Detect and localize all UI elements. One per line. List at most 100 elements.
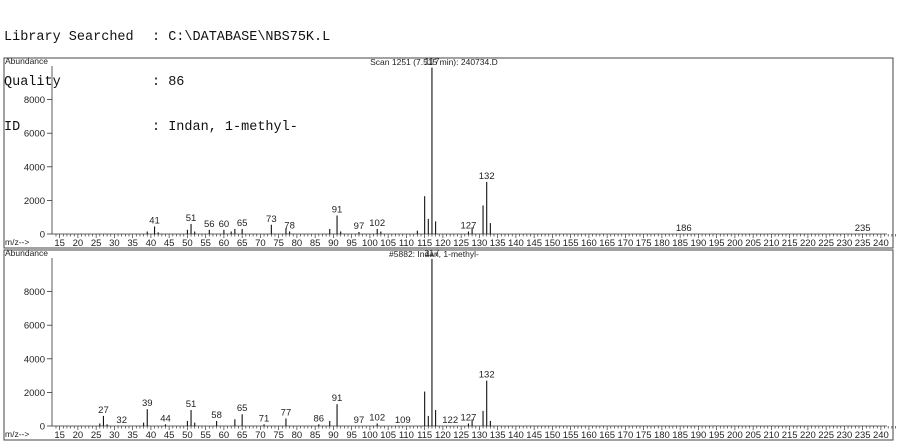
x-tick-label: 210 bbox=[763, 430, 779, 441]
x-tick-label: 185 bbox=[672, 238, 688, 249]
panel-frame bbox=[3, 249, 894, 441]
y-tick-label: 6000 bbox=[24, 129, 45, 140]
x-tick-label: 155 bbox=[563, 238, 579, 249]
peak-label: 65 bbox=[237, 403, 248, 414]
x-tick-label: 110 bbox=[399, 238, 414, 249]
x-tick-label: 80 bbox=[292, 238, 303, 249]
x-tick-label: 205 bbox=[745, 430, 761, 441]
spectrum-title: #5882: Indan, 1-methyl- bbox=[389, 249, 479, 259]
header-row-quality: Quality: 86 bbox=[4, 75, 330, 90]
x-tick-label: 195 bbox=[709, 238, 725, 249]
y-tick-label: 2000 bbox=[24, 388, 45, 399]
x-tick-label: 40 bbox=[146, 430, 157, 441]
x-tick-label: 180 bbox=[654, 430, 670, 441]
x-tick-label: 30 bbox=[109, 430, 120, 441]
x-tick-label: 115 bbox=[417, 430, 432, 441]
x-tick-label: 20 bbox=[73, 238, 84, 249]
peak-label: 78 bbox=[284, 220, 295, 231]
header-row-id: ID: Indan, 1-methyl- bbox=[4, 120, 330, 135]
y-tick-label: 8000 bbox=[24, 287, 45, 298]
x-tick-label: 70 bbox=[255, 430, 266, 441]
y-tick-label: 0 bbox=[40, 230, 45, 241]
x-tick-label: 215 bbox=[782, 430, 798, 441]
library-search-header: Library Searched: C:\DATABASE\NBS75K.L Q… bbox=[4, 0, 330, 150]
peak-label: 109 bbox=[395, 415, 411, 426]
x-tick-label: 150 bbox=[544, 238, 560, 249]
x-tick-label: 240 bbox=[873, 430, 889, 441]
x-tick-label: 150 bbox=[544, 430, 560, 441]
x-tick-label: 130 bbox=[471, 430, 487, 441]
peak-label: 27 bbox=[98, 405, 109, 416]
x-tick-label: 105 bbox=[380, 238, 396, 249]
x-tick-label: 130 bbox=[471, 238, 487, 249]
peak-label: 235 bbox=[855, 223, 871, 234]
peak-label: 65 bbox=[237, 218, 248, 229]
x-tick-label: 205 bbox=[745, 238, 761, 249]
x-tick-label: 120 bbox=[435, 430, 451, 441]
x-tick-label: 30 bbox=[109, 238, 120, 249]
x-tick-label: 145 bbox=[526, 238, 542, 249]
x-tick-label: 50 bbox=[182, 430, 193, 441]
x-tick-label: 190 bbox=[690, 430, 706, 441]
x-tick-label: 25 bbox=[91, 238, 102, 249]
x-tick-label: 35 bbox=[127, 238, 138, 249]
header-key: Quality bbox=[4, 75, 61, 90]
x-tick-label: 225 bbox=[818, 238, 834, 249]
peak-label: 102 bbox=[369, 412, 385, 423]
x-axis-label: m/z--> bbox=[5, 237, 29, 247]
peak-label: 56 bbox=[204, 219, 215, 230]
x-tick-label: 220 bbox=[800, 238, 816, 249]
x-tick-label: 235 bbox=[855, 430, 871, 441]
x-tick-label: 140 bbox=[508, 430, 524, 441]
x-tick-label: 70 bbox=[255, 238, 266, 249]
header-value: : Indan, 1-methyl- bbox=[152, 120, 298, 135]
x-tick-label: 160 bbox=[581, 238, 597, 249]
x-tick-label: 95 bbox=[346, 430, 357, 441]
x-tick-label: 75 bbox=[273, 430, 284, 441]
peak-label: 97 bbox=[354, 221, 365, 232]
x-tick-label: 135 bbox=[490, 238, 506, 249]
x-tick-label: 165 bbox=[599, 238, 615, 249]
header-value: : C:\DATABASE\NBS75K.L bbox=[152, 30, 331, 45]
x-tick-label: 220 bbox=[800, 430, 816, 441]
peak-label: 51 bbox=[186, 213, 197, 224]
panel-frame bbox=[3, 57, 894, 249]
peak-label: 127 bbox=[461, 412, 477, 423]
x-tick-label: 230 bbox=[836, 238, 852, 249]
peak-label: 91 bbox=[332, 393, 343, 404]
x-tick-label: 100 bbox=[362, 430, 378, 441]
header-row-library: Library Searched: C:\DATABASE\NBS75K.L bbox=[4, 30, 330, 45]
x-tick-label: 140 bbox=[508, 238, 524, 249]
peak-label: 97 bbox=[354, 415, 365, 426]
peak-label: 73 bbox=[266, 214, 277, 225]
x-tick-label: 15 bbox=[54, 430, 65, 441]
x-tick-label: 215 bbox=[782, 238, 798, 249]
x-tick-label: 200 bbox=[727, 430, 743, 441]
peak-label: 122 bbox=[442, 415, 458, 426]
y-tick-label: 0 bbox=[40, 422, 45, 433]
x-tick-label: 45 bbox=[164, 238, 175, 249]
peak-label: 44 bbox=[160, 413, 171, 424]
x-tick-label: 15 bbox=[54, 238, 65, 249]
x-tick-label: 85 bbox=[310, 430, 321, 441]
x-tick-label: 85 bbox=[310, 238, 321, 249]
peak-label: 39 bbox=[142, 398, 153, 409]
x-tick-label: 50 bbox=[182, 238, 193, 249]
x-tick-label: 170 bbox=[617, 238, 633, 249]
x-tick-label: 170 bbox=[617, 430, 633, 441]
x-tick-label: 115 bbox=[417, 238, 432, 249]
x-tick-label: 90 bbox=[328, 430, 339, 441]
peak-label: 186 bbox=[676, 223, 692, 234]
x-tick-label: 175 bbox=[636, 238, 652, 249]
x-tick-label: 120 bbox=[435, 238, 451, 249]
peak-label: 51 bbox=[186, 399, 197, 410]
peak-label: 71 bbox=[259, 413, 270, 424]
x-tick-label: 35 bbox=[127, 430, 138, 441]
y-tick-label: 2000 bbox=[24, 196, 45, 207]
peak-label: 117 bbox=[424, 57, 439, 68]
x-axis-label: m/z--> bbox=[5, 429, 29, 439]
peak-label: 117 bbox=[424, 248, 439, 259]
x-tick-label: 210 bbox=[763, 238, 779, 249]
y-tick-label: 4000 bbox=[24, 354, 45, 365]
peak-label: 77 bbox=[281, 407, 292, 418]
